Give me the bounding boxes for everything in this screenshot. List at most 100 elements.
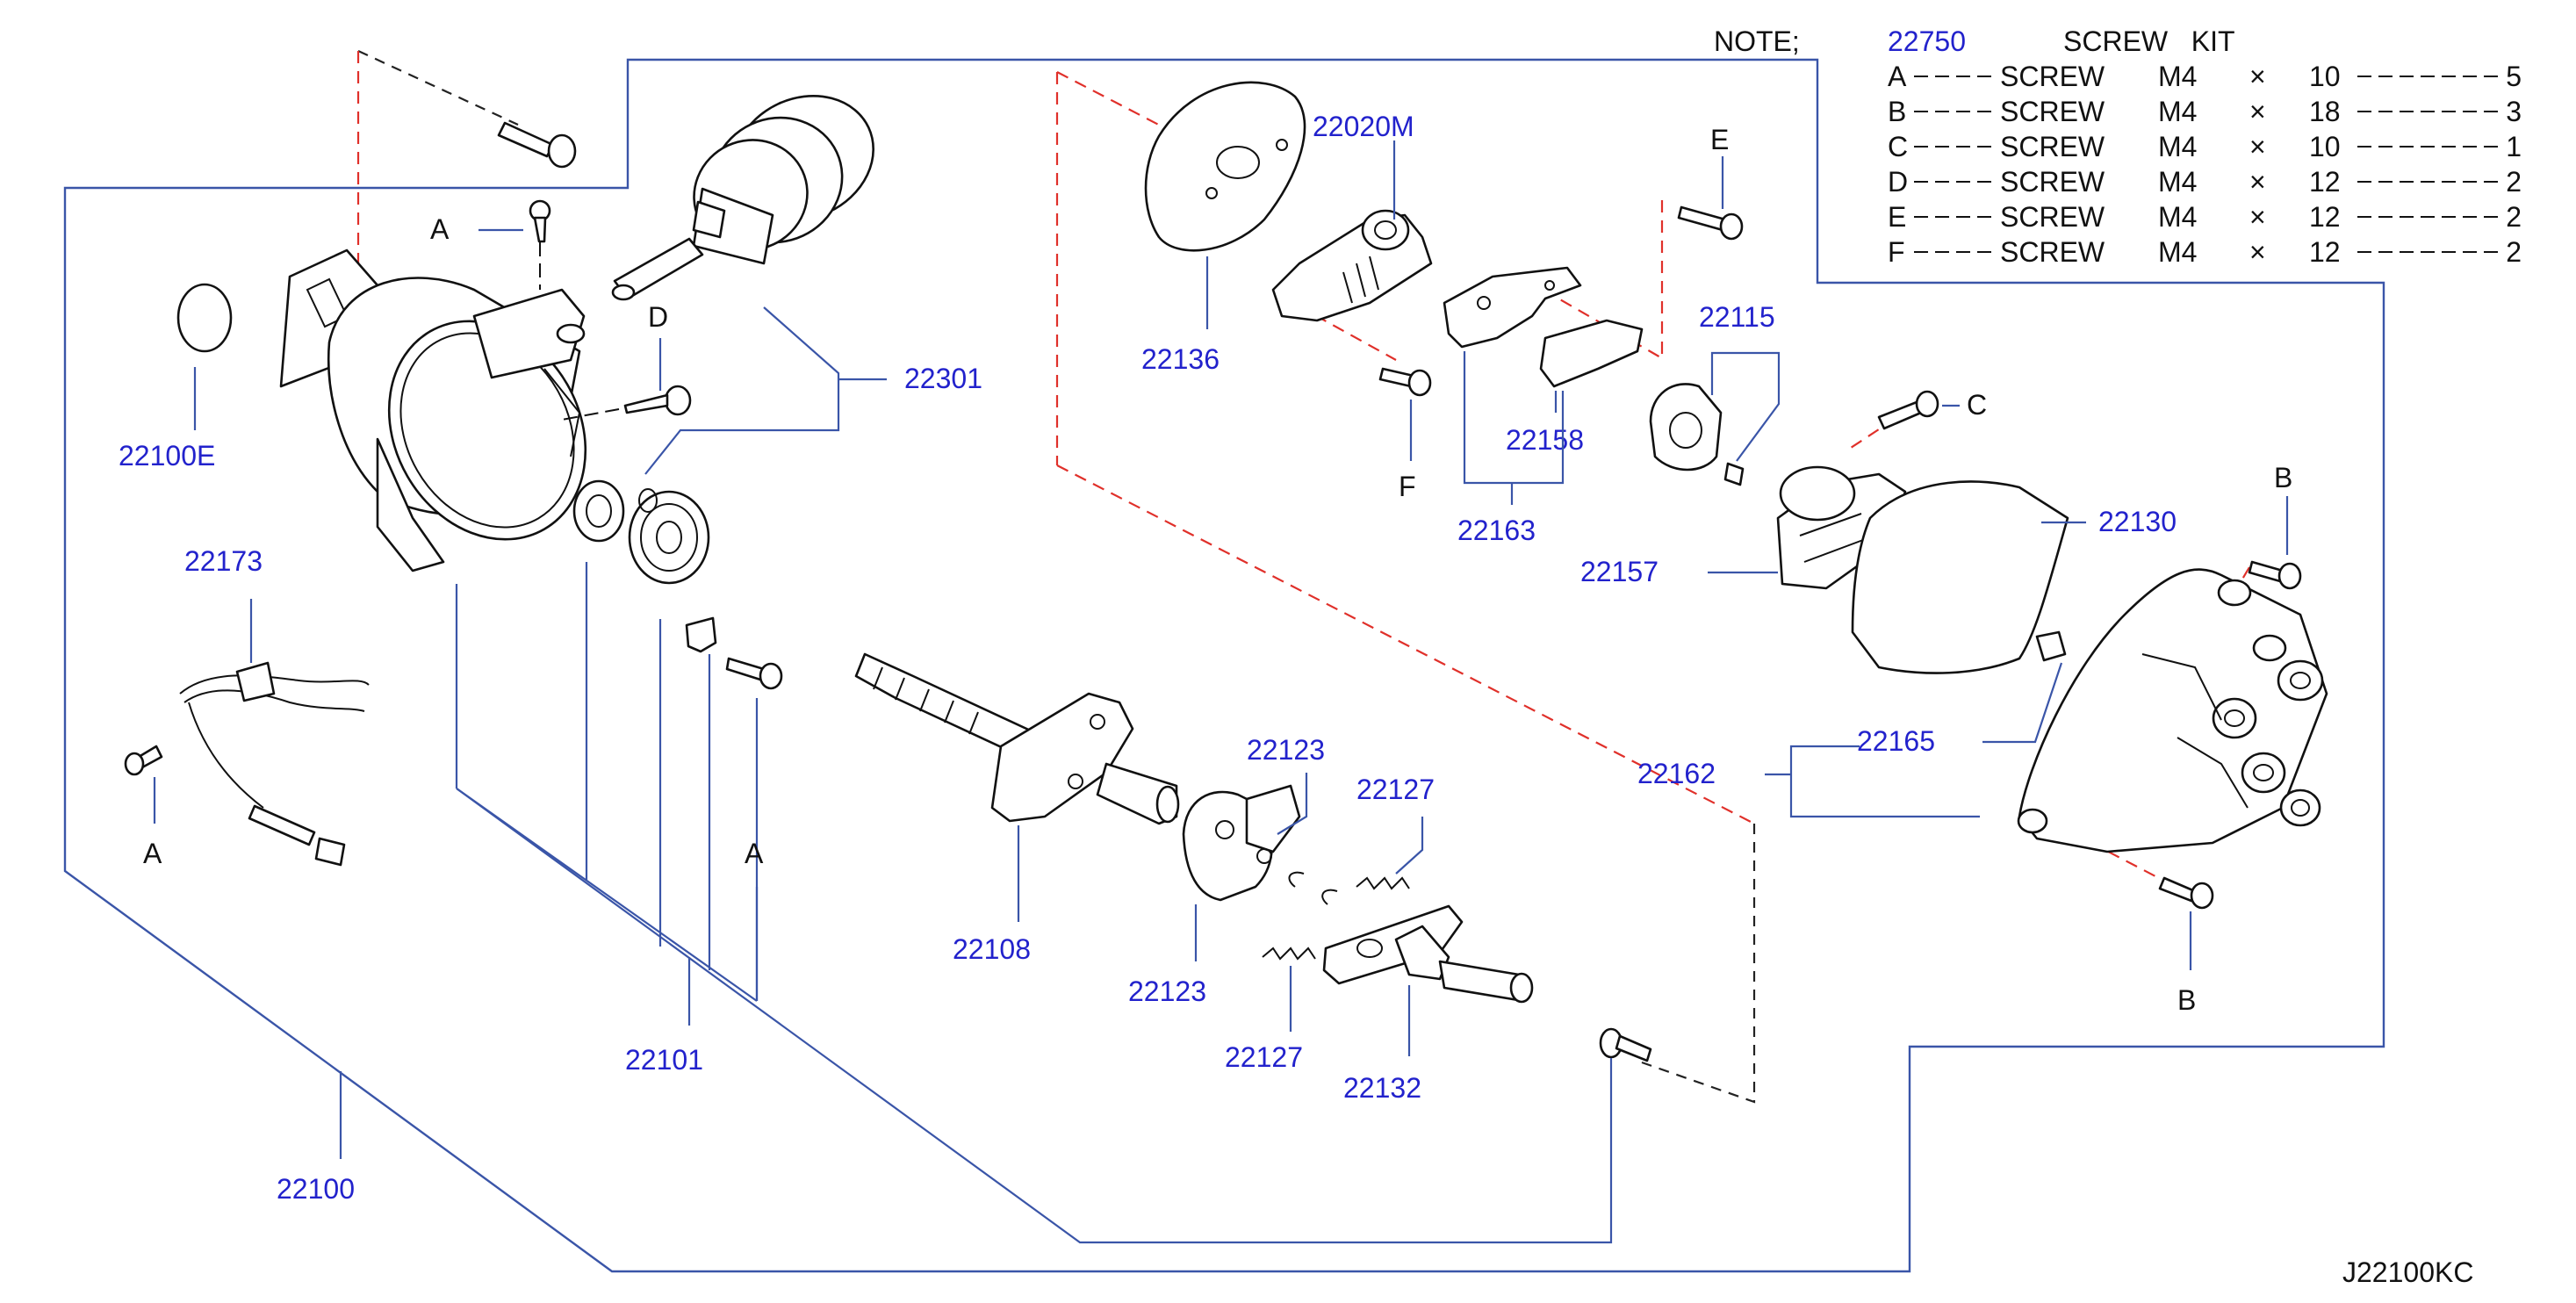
roll-pin [1723, 462, 1745, 486]
letter-a-top: A [430, 213, 450, 245]
letter-c: C [1967, 389, 1987, 421]
note-row-len: 12 [2309, 236, 2341, 268]
letter-a-left: A [143, 838, 162, 869]
clip-bracket [685, 616, 717, 653]
screw-b-bottom [2158, 876, 2214, 910]
distributor-housing [279, 248, 587, 572]
note-row-desc: SCREW [2000, 201, 2105, 233]
guide-line-e [1558, 200, 1664, 360]
note-row-size: M4 [2158, 61, 2197, 92]
letter-b-bottom: B [2177, 984, 2196, 1016]
note-row-len: 12 [2309, 201, 2341, 233]
note-row-qty: 2 [2506, 236, 2522, 268]
ignition-module-22020M [1271, 209, 1433, 322]
label-22115: 22115 [1699, 301, 1775, 333]
note-row-size: M4 [2158, 96, 2197, 127]
screw-a-top [529, 199, 551, 243]
o-ring-22100E [176, 283, 233, 353]
note-row-qty: 2 [2506, 166, 2522, 198]
carbon-point-22165 [2035, 630, 2067, 662]
label-22123-top: 22123 [1247, 734, 1325, 766]
note-row-x: × [2249, 131, 2266, 162]
note-row-x: × [2249, 201, 2266, 233]
note-row-desc: SCREW [2000, 236, 2105, 268]
leader-22165 [1982, 662, 2063, 744]
note-row-qty: 2 [2506, 201, 2522, 233]
label-22136: 22136 [1141, 343, 1220, 375]
label-22100E: 22100E [119, 440, 215, 472]
diagram-code: J22100KC [2342, 1256, 2473, 1288]
note-row-desc: SCREW [2000, 131, 2105, 162]
clip-lower [1321, 889, 1338, 905]
letter-d: D [648, 301, 668, 333]
label-22020M: 22020M [1313, 111, 1414, 142]
screw-d [623, 385, 692, 416]
rotor-shaft-22132 [1322, 904, 1534, 1004]
note-row-len: 10 [2309, 61, 2341, 92]
screw-kit-note: NOTE; 22750 SCREW KIT A SCREW M4 × 10 5B SCREW… [1714, 25, 2522, 268]
screw-a-left [124, 745, 163, 776]
spring-22127-top [1356, 876, 1410, 890]
label-22123-bottom: 22123 [1128, 975, 1206, 1007]
screw-e [1677, 205, 1744, 241]
label-22158: 22158 [1506, 424, 1584, 456]
label-22127-bottom: 22127 [1225, 1041, 1303, 1073]
label-22130: 22130 [2098, 506, 2177, 537]
letter-f: F [1399, 471, 1416, 502]
note-row-len: 12 [2309, 166, 2341, 198]
governor-weights-22123 [1182, 784, 1301, 902]
spring-22127-bottom [1262, 947, 1316, 961]
guide-line-cover-top [1056, 71, 1173, 133]
label-22157: 22157 [1580, 556, 1659, 587]
label-22165: 22165 [1857, 725, 1935, 757]
rotor-22157 [1776, 465, 1907, 590]
guide-line-housing-top [357, 50, 519, 126]
guide-line-bolt [1641, 824, 1756, 1104]
leader-22162 [1789, 745, 1980, 818]
label-22100: 22100 [277, 1173, 355, 1205]
screw-b-top [2248, 560, 2302, 590]
note-row-desc: SCREW [2000, 166, 2105, 198]
note-row-key: E [1888, 201, 1906, 233]
gasket-22130 [1851, 480, 2069, 674]
screw-a-mid [725, 657, 783, 690]
note-row-key: A [1888, 61, 1907, 92]
shaft-22108 [854, 652, 1180, 825]
note-row-x: × [2249, 61, 2266, 92]
leader-22115 [1710, 351, 1781, 462]
leader-22301 [644, 306, 840, 475]
note-kit-title: SCREW KIT [2063, 25, 2235, 57]
label-22101: 22101 [625, 1044, 703, 1076]
note-row-size: M4 [2158, 201, 2197, 233]
label-22163: 22163 [1457, 515, 1536, 546]
note-kit-number: 22750 [1888, 25, 1966, 57]
screw-c [1877, 390, 1939, 430]
note-row-qty: 5 [2506, 61, 2522, 92]
note-row-key: F [1888, 236, 1905, 268]
label-22162: 22162 [1637, 758, 1716, 789]
note-row-len: 18 [2309, 96, 2341, 127]
label-22173: 22173 [184, 545, 263, 577]
clip-upper [1288, 871, 1305, 888]
vacuum-control-22301 [611, 94, 874, 301]
note-row-size: M4 [2158, 131, 2197, 162]
note-row-size: M4 [2158, 236, 2197, 268]
hold-down-bolt [1599, 1027, 1652, 1062]
bearing [628, 490, 710, 585]
pickup-bracket-22163 [1443, 266, 1582, 349]
note-row-key: C [1888, 131, 1908, 162]
label-22301: 22301 [904, 363, 982, 394]
letter-a-mid: A [745, 838, 764, 869]
rotor-plate-22136 [1144, 81, 1306, 252]
housing-bolt [497, 121, 577, 169]
letter-b-top: B [2274, 462, 2292, 493]
plate-22158 [1539, 319, 1644, 388]
wiring-harness-22173 [179, 661, 370, 867]
note-row-key: B [1888, 96, 1906, 127]
note-row-x: × [2249, 166, 2266, 198]
snap-ring [638, 488, 658, 513]
note-row-key: D [1888, 166, 1908, 198]
assembly-outline-22100 [63, 58, 2385, 1273]
note-label: NOTE; [1714, 25, 1800, 57]
label-22127-top: 22127 [1356, 774, 1435, 805]
